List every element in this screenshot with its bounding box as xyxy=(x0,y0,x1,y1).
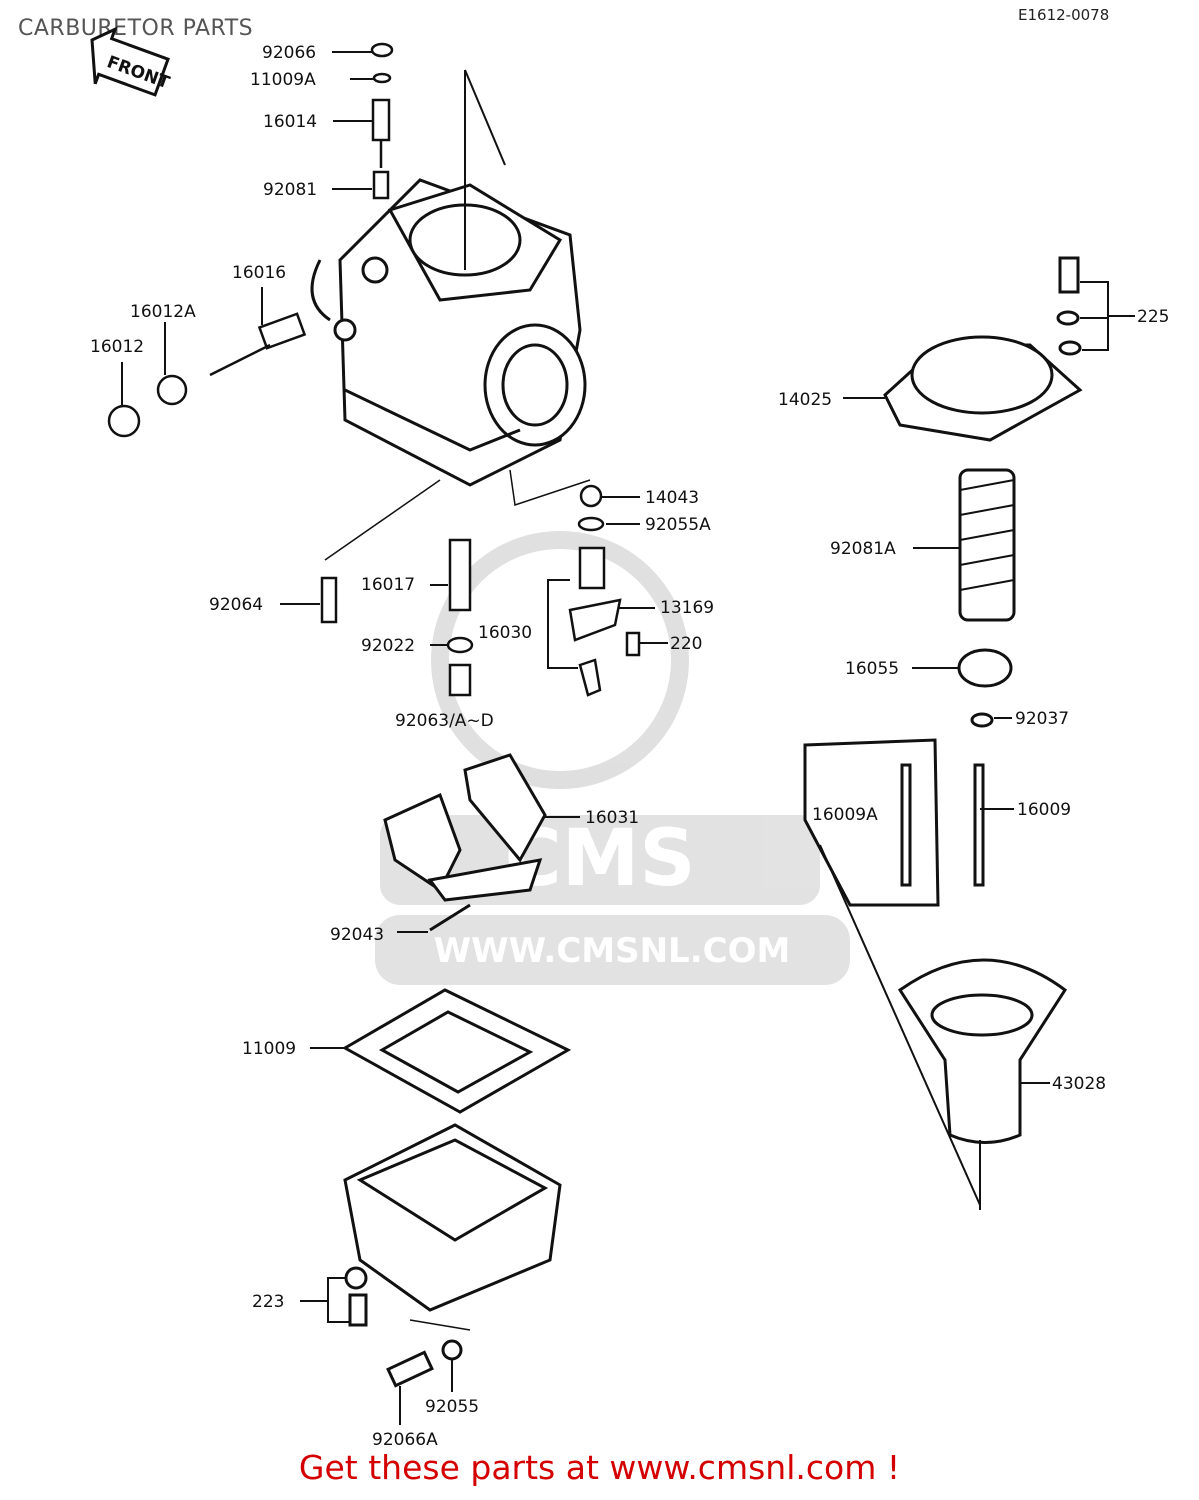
gasket xyxy=(341,988,572,1114)
part-label-13169: 13169 xyxy=(660,598,714,618)
part-label-92063: 92063/A~D xyxy=(395,711,494,731)
part-label-16031: 16031 xyxy=(585,808,639,828)
part-label-16017: 16017 xyxy=(361,575,415,595)
part-label-16009: 16009 xyxy=(1017,800,1071,820)
part-label-16016: 16016 xyxy=(232,263,286,283)
part-label-92066A: 92066A xyxy=(372,1430,438,1450)
part-label-92055A: 92055A xyxy=(645,515,711,535)
part-label-16014: 16014 xyxy=(263,112,317,132)
part-label-92064: 92064 xyxy=(209,595,263,615)
part-label-16009A: 16009A xyxy=(812,805,878,825)
part-label-43028: 43028 xyxy=(1052,1074,1106,1094)
page-title: CARBURETOR PARTS xyxy=(18,16,254,41)
part-label-16030: 16030 xyxy=(478,623,532,643)
part-label-92022: 92022 xyxy=(361,636,415,656)
part-label-14043: 14043 xyxy=(645,488,699,508)
part-label-225: 225 xyxy=(1137,307,1169,327)
right-parts xyxy=(803,256,1083,1210)
part-label-11009A: 11009A xyxy=(250,70,316,90)
part-label-92066: 92066 xyxy=(262,43,316,63)
part-labels: 92066 11009A 16014 92081 16016 16012A 16… xyxy=(90,43,1169,1450)
front-arrow: FRONT xyxy=(90,26,172,97)
part-label-16012A: 16012A xyxy=(130,302,196,322)
part-label-16055: 16055 xyxy=(845,659,899,679)
center-parts xyxy=(320,469,641,697)
part-label-14025: 14025 xyxy=(778,390,832,410)
part-label-92037: 92037 xyxy=(1015,709,1069,729)
part-label-16012: 16012 xyxy=(90,337,144,357)
float-assembly xyxy=(383,753,547,932)
part-label-92081A: 92081A xyxy=(830,539,896,559)
part-label-11009: 11009 xyxy=(242,1039,296,1059)
part-label-220: 220 xyxy=(670,634,702,654)
part-label-223: 223 xyxy=(252,1292,284,1312)
part-label-92081: 92081 xyxy=(263,180,317,200)
top-small-parts xyxy=(107,42,394,438)
float-bowl xyxy=(343,1123,562,1388)
diagram-code: E1612-0078 xyxy=(1018,6,1110,24)
part-label-92043: 92043 xyxy=(330,925,384,945)
watermark: CMS WWW.CMSNL.COM xyxy=(375,531,850,985)
footer-link-text[interactable]: Get these parts at www.cmsnl.com ! xyxy=(298,1448,901,1487)
part-label-92055: 92055 xyxy=(425,1397,479,1417)
carburetor-body xyxy=(310,69,587,487)
watermark-url: WWW.CMSNL.COM xyxy=(434,931,791,971)
leader-lines xyxy=(121,51,1135,1425)
